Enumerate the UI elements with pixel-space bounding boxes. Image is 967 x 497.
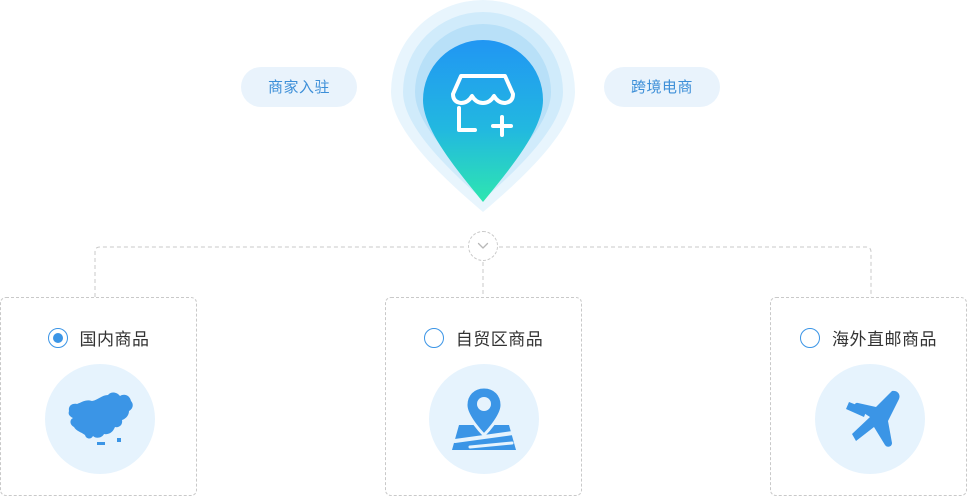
overseas-icon-circle bbox=[815, 364, 925, 474]
airplane-icon bbox=[846, 390, 900, 447]
expand-toggle-button[interactable] bbox=[468, 231, 498, 261]
option-label: 海外直邮商品 bbox=[832, 330, 937, 350]
radio-overseas[interactable] bbox=[800, 327, 820, 348]
option-domestic[interactable]: 国内商品 bbox=[1, 325, 196, 350]
option-card-domestic[interactable]: 国内商品 bbox=[0, 297, 197, 496]
option-card-overseas[interactable]: 海外直邮商品 bbox=[770, 297, 967, 496]
add-store-icon bbox=[451, 74, 515, 137]
chevron-down-icon bbox=[477, 242, 489, 249]
radio-domestic[interactable] bbox=[47, 327, 68, 348]
option-label: 自贸区商品 bbox=[455, 330, 544, 350]
radio-ftz[interactable] bbox=[423, 327, 444, 348]
map-pin-icon bbox=[452, 385, 516, 450]
option-overseas[interactable]: 海外直邮商品 bbox=[771, 325, 966, 350]
domestic-icon-circle bbox=[45, 364, 155, 474]
merchant-entry-pill[interactable]: 商家入驻 bbox=[241, 67, 357, 107]
radio-selected-dot bbox=[52, 332, 63, 343]
pin-graphic bbox=[391, 0, 575, 212]
ftz-icon-circle bbox=[429, 364, 539, 474]
option-label: 国内商品 bbox=[79, 330, 150, 350]
option-card-ftz[interactable]: 自贸区商品 bbox=[385, 297, 582, 496]
option-ftz[interactable]: 自贸区商品 bbox=[386, 325, 581, 350]
cross-border-pill[interactable]: 跨境电商 bbox=[604, 67, 720, 107]
china-map-icon bbox=[68, 392, 133, 445]
